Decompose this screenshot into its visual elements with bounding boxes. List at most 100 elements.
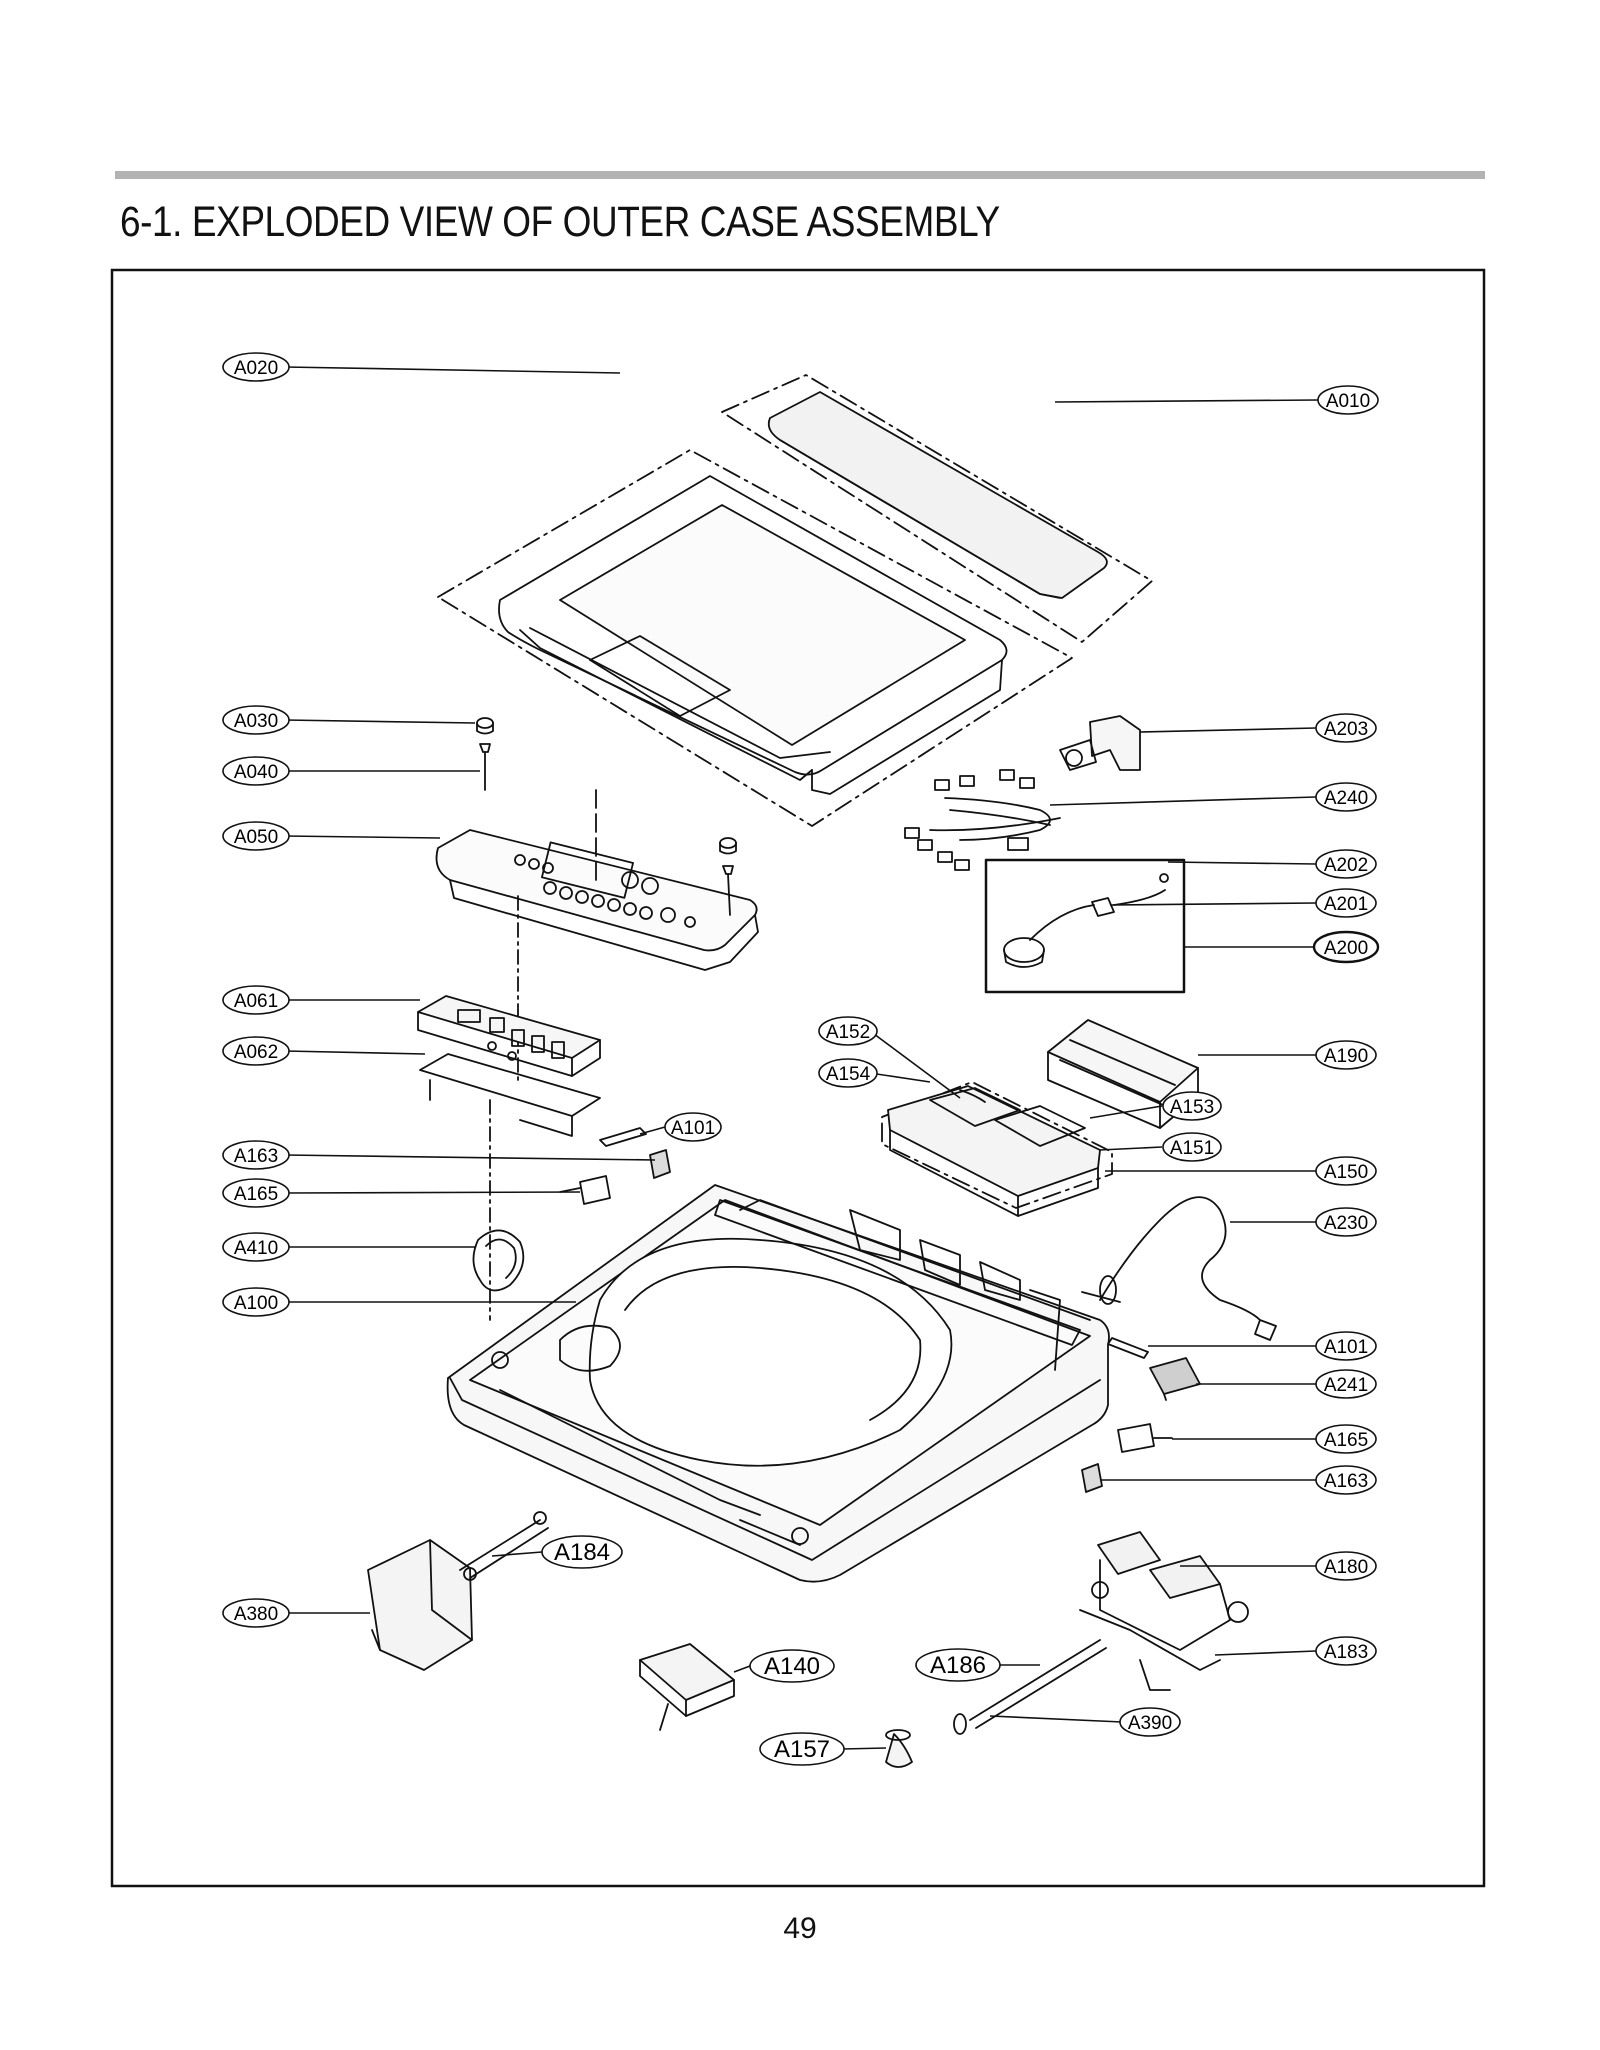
svg-text:A100: A100 (234, 1293, 278, 1314)
svg-text:A410: A410 (234, 1238, 278, 1259)
svg-text:A202: A202 (1324, 855, 1368, 876)
svg-text:A183: A183 (1324, 1642, 1368, 1663)
callout-a241: A241 (1315, 1369, 1377, 1399)
callout-a183: A183 (1315, 1636, 1377, 1666)
cap-part-a157 (885, 1729, 913, 1768)
page-title: 6-1. EXPLODED VIEW OF OUTER CASE ASSEMBL… (120, 198, 1000, 246)
page-number: 49 (783, 1912, 817, 1945)
callout-a410: A410 (222, 1232, 290, 1262)
door-lock-part (1059, 715, 1141, 771)
callout-a165-upper: A165 (222, 1178, 290, 1208)
svg-text:A140: A140 (764, 1653, 820, 1680)
svg-text:A186: A186 (930, 1652, 986, 1679)
svg-text:A157: A157 (774, 1736, 830, 1763)
svg-text:A030: A030 (234, 711, 278, 732)
callout-a152: A152 (818, 1016, 878, 1046)
svg-text:A201: A201 (1324, 894, 1368, 915)
callout-a163-upper: A163 (222, 1140, 290, 1170)
callout-a020: A020 (222, 352, 290, 382)
callout-a050: A050 (222, 821, 290, 851)
svg-text:A165: A165 (1324, 1430, 1368, 1451)
svg-text:A200: A200 (1324, 938, 1368, 959)
svg-text:A152: A152 (826, 1022, 870, 1043)
svg-text:A150: A150 (1324, 1162, 1368, 1183)
svg-text:A165: A165 (234, 1184, 278, 1205)
svg-text:A151: A151 (1170, 1138, 1214, 1159)
svg-text:A154: A154 (826, 1064, 871, 1085)
outer-case-part (446, 1184, 1110, 1583)
svg-text:A240: A240 (1324, 788, 1368, 809)
svg-text:A203: A203 (1324, 719, 1368, 740)
svg-text:A020: A020 (234, 358, 278, 379)
panel-buttons (514, 854, 696, 928)
callout-a101-upper: A101 (664, 1112, 722, 1142)
callout-a186: A186 (915, 1648, 1001, 1682)
pcb-assembly-part (417, 995, 601, 1321)
wire-harness-part (904, 769, 1061, 871)
svg-text:A010: A010 (1326, 391, 1370, 412)
top-rule (115, 171, 1485, 179)
water-valve-part (953, 1531, 1249, 1735)
callout-a165-lower: A165 (1315, 1424, 1377, 1454)
svg-text:A230: A230 (1324, 1213, 1368, 1234)
callout-a380: A380 (222, 1598, 290, 1628)
svg-text:A101: A101 (671, 1118, 715, 1139)
callout-a390: A390 (1119, 1707, 1181, 1737)
callout-a140: A140 (749, 1649, 835, 1683)
callout-a240: A240 (1315, 782, 1377, 812)
svg-text:A040: A040 (234, 762, 278, 783)
callout-a150: A150 (1315, 1156, 1377, 1186)
top-cover-part (721, 374, 1153, 643)
callout-a163-lower: A163 (1315, 1465, 1377, 1495)
callout-a040: A040 (222, 756, 290, 786)
screw-part (476, 717, 737, 916)
svg-text:A163: A163 (1324, 1471, 1368, 1492)
svg-text:A184: A184 (554, 1539, 610, 1566)
callout-a100: A100 (222, 1287, 290, 1317)
power-cord-part (1081, 1196, 1277, 1341)
callout-a101-lower: A101 (1315, 1331, 1377, 1361)
callout-a153: A153 (1162, 1091, 1222, 1121)
svg-text:A163: A163 (234, 1146, 278, 1167)
callout-a030: A030 (222, 705, 290, 735)
svg-text:A050: A050 (234, 827, 278, 848)
leader-lines (284, 366, 1319, 1750)
svg-text:A061: A061 (234, 991, 278, 1012)
switch-part-a140 (639, 1643, 735, 1731)
callout-a230: A230 (1315, 1207, 1377, 1237)
callout-a202: A202 (1315, 849, 1377, 879)
dispenser-drawer-part (881, 1081, 1113, 1217)
cap-part-a163 (649, 1149, 1103, 1493)
pressure-sensor-group (984, 858, 1186, 994)
callout-a062: A062 (222, 1036, 290, 1066)
callout-a200: A200 (1312, 930, 1380, 964)
callout-a010: A010 (1317, 385, 1379, 415)
control-panel-part (435, 789, 759, 1081)
svg-text:A062: A062 (234, 1042, 278, 1063)
svg-text:A153: A153 (1170, 1097, 1214, 1118)
svg-text:A190: A190 (1324, 1046, 1368, 1067)
callout-a203: A203 (1315, 713, 1377, 743)
svg-text:A380: A380 (234, 1604, 278, 1625)
callout-a151: A151 (1162, 1132, 1222, 1162)
ring-part-a410 (472, 1229, 525, 1292)
callout-labels: A020 A010 A030 A040 A050 A203 A240 A202 … (222, 352, 1380, 1766)
callout-a190: A190 (1315, 1040, 1377, 1070)
svg-text:A180: A180 (1324, 1557, 1368, 1578)
svg-text:A241: A241 (1324, 1375, 1368, 1396)
callout-a061: A061 (222, 985, 290, 1015)
callout-a184: A184 (541, 1535, 623, 1569)
svg-text:A390: A390 (1128, 1713, 1172, 1734)
hose-part-a184 (459, 1511, 549, 1581)
tray-part-a380 (367, 1539, 473, 1671)
callout-a201: A201 (1315, 888, 1377, 918)
diagram-frame (110, 268, 1486, 1888)
box-part-a241 (1149, 1357, 1201, 1401)
lid-frame-part (437, 449, 1073, 827)
svg-text:A101: A101 (1324, 1337, 1368, 1358)
callout-a180: A180 (1315, 1551, 1377, 1581)
callout-a154: A154 (818, 1058, 878, 1088)
small-plate-part (599, 1127, 1149, 1359)
callout-a157: A157 (759, 1732, 845, 1766)
